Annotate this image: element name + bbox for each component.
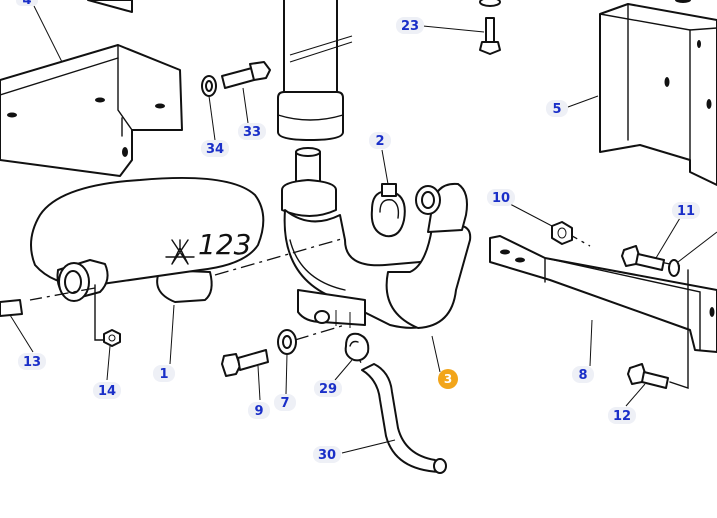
callout-12[interactable]: 12 bbox=[608, 407, 636, 424]
svg-text:33: 33 bbox=[243, 125, 261, 140]
svg-text:29: 29 bbox=[319, 382, 337, 397]
callout-10[interactable]: 10 bbox=[487, 189, 515, 206]
callout-34[interactable]: 34 bbox=[201, 140, 229, 157]
callout-14[interactable]: 14 bbox=[93, 382, 121, 399]
svg-text:5: 5 bbox=[552, 102, 561, 117]
svg-text:34: 34 bbox=[206, 142, 224, 157]
part-8-bracket bbox=[489, 235, 717, 353]
svg-text:13: 13 bbox=[23, 355, 41, 370]
leader-lines bbox=[9, 5, 717, 454]
nut-10 bbox=[551, 221, 573, 245]
svg-text:10: 10 bbox=[492, 191, 510, 206]
callout-4[interactable]: 4 bbox=[16, 0, 38, 8]
brand-logo-icon bbox=[165, 239, 195, 265]
callout-8[interactable]: 8 bbox=[572, 366, 594, 383]
bolt-11 bbox=[621, 245, 680, 277]
hose-30 bbox=[361, 363, 447, 474]
bolt-23 bbox=[479, 0, 501, 55]
svg-text:7: 7 bbox=[280, 396, 289, 411]
bolt-33 bbox=[221, 61, 271, 89]
svg-text:1: 1 bbox=[159, 367, 168, 382]
callout-7[interactable]: 7 bbox=[274, 394, 296, 411]
svg-text:14: 14 bbox=[98, 384, 116, 399]
part-1-muffler: 123 bbox=[30, 176, 265, 303]
svg-text:23: 23 bbox=[401, 19, 419, 34]
svg-text:8: 8 bbox=[578, 368, 587, 383]
callout-13[interactable]: 13 bbox=[18, 353, 46, 370]
bolt-9 bbox=[221, 349, 269, 377]
svg-text:2: 2 bbox=[375, 134, 384, 149]
part-2-clamp bbox=[370, 183, 406, 238]
bolt-12 bbox=[627, 363, 669, 389]
callout-1[interactable]: 1 bbox=[153, 365, 175, 382]
callout-23[interactable]: 23 bbox=[396, 17, 424, 34]
part-4-bracket bbox=[0, 0, 183, 177]
svg-text:4: 4 bbox=[22, 0, 31, 8]
washer-7 bbox=[277, 329, 297, 355]
brand-text: 123 bbox=[198, 228, 251, 261]
callout-29[interactable]: 29 bbox=[314, 380, 342, 397]
callout-3[interactable]: 3 bbox=[438, 369, 458, 389]
svg-text:12: 12 bbox=[613, 409, 631, 424]
callout-9[interactable]: 9 bbox=[248, 402, 270, 419]
svg-text:30: 30 bbox=[318, 448, 336, 463]
clamp-29 bbox=[344, 332, 370, 362]
bolt-13 bbox=[0, 299, 23, 317]
callout-33[interactable]: 33 bbox=[238, 123, 266, 140]
exhaust-pipe bbox=[277, 0, 353, 141]
callouts: 4 23 5 2 33 34 10 11 13 1 3 8 14 29 7 9 … bbox=[16, 0, 700, 463]
part-5-bracket bbox=[599, 0, 717, 186]
callout-5[interactable]: 5 bbox=[546, 100, 568, 117]
svg-text:3: 3 bbox=[444, 372, 452, 386]
part-3-elbow bbox=[281, 147, 472, 329]
washer-34 bbox=[201, 75, 217, 97]
nut-14 bbox=[103, 329, 121, 347]
hardware bbox=[0, 0, 680, 474]
svg-text:9: 9 bbox=[254, 404, 263, 419]
callout-2[interactable]: 2 bbox=[369, 132, 391, 149]
callout-11[interactable]: 11 bbox=[672, 202, 700, 219]
svg-text:11: 11 bbox=[677, 204, 695, 219]
callout-30[interactable]: 30 bbox=[313, 446, 341, 463]
